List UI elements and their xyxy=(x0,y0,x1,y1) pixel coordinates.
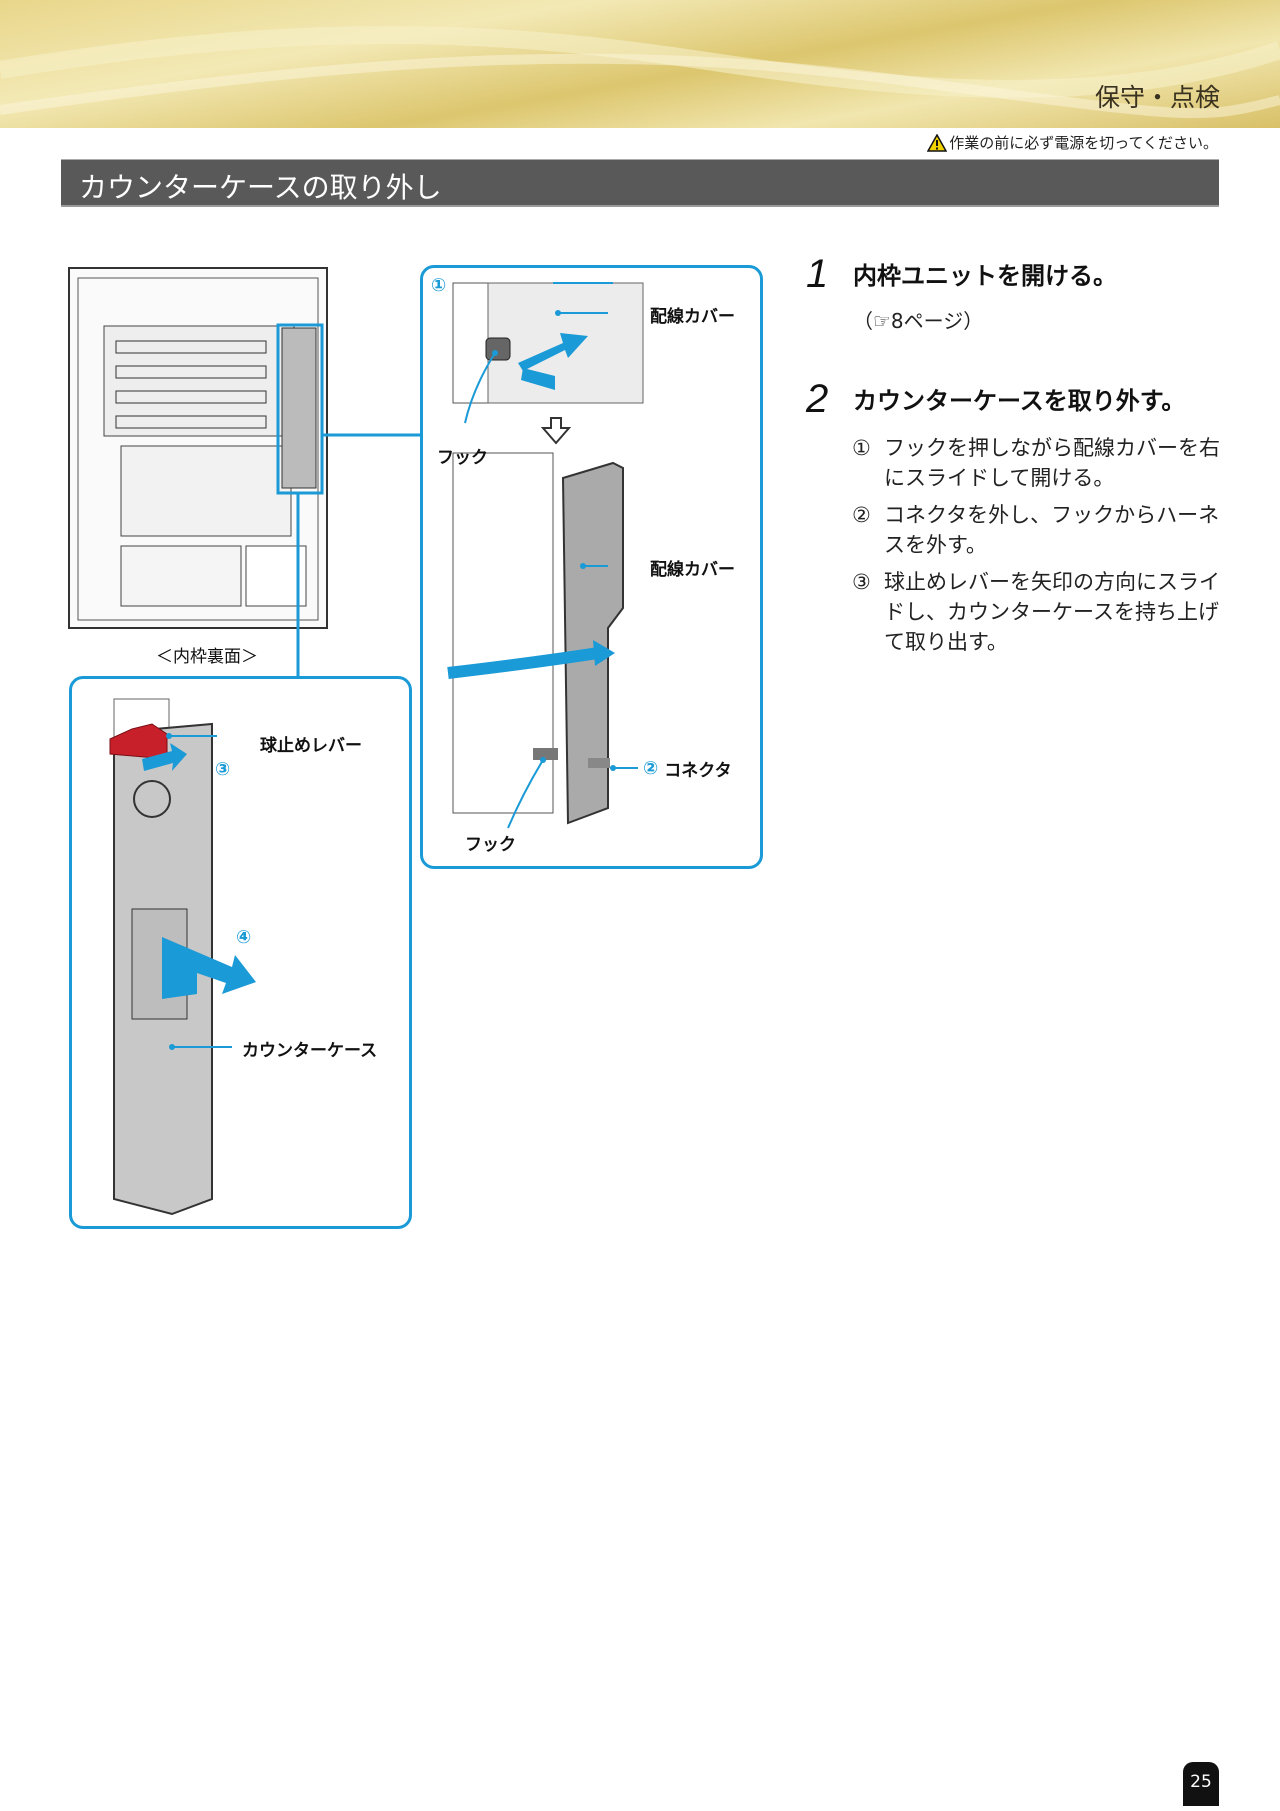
step-2-item-2: ② コネクタを外し、フックからハーネスを外す。 xyxy=(852,500,1232,560)
header-band xyxy=(0,0,1280,128)
page-title: カウンターケースの取り外し xyxy=(79,171,442,204)
item-text: 球止めレバーを矢印の方向にスライドし、カウンターケースを持ち上げて取り出す。 xyxy=(884,570,1220,654)
item-marker: ① xyxy=(852,436,871,460)
connector-callout: ② コネクタ xyxy=(643,756,732,781)
item-text: フックを押しながら配線カバーを右にスライドして開ける。 xyxy=(884,436,1220,490)
step3-marker: ③ xyxy=(215,759,231,780)
hook-label: フック xyxy=(437,448,488,468)
down-arrow-icon xyxy=(540,417,572,445)
step-1-number: 1 xyxy=(806,252,829,296)
item-marker: ③ xyxy=(852,570,871,594)
header-wave-decoration xyxy=(0,26,1280,119)
counter-case-callout: 球止めレバー ③ ④ カウンターケース xyxy=(69,676,412,1229)
warning-text: 作業の前に必ず電源を切ってください。 xyxy=(949,134,1218,152)
open-wiring-cover xyxy=(561,461,624,825)
page-number: 25 xyxy=(1183,1762,1219,1806)
wiring-cover-label: 配線カバー xyxy=(650,307,735,327)
page-title-bar: カウンターケースの取り外し xyxy=(61,159,1219,207)
lift-out-arrow xyxy=(162,937,256,999)
step-1-page-reference[interactable]: （☞8ページ） xyxy=(853,309,984,333)
wiring-cover-callout: ① 配線カバー フック 配線カバー ② コネクタ フック xyxy=(420,265,763,869)
wiring-cover-illustration xyxy=(447,282,644,829)
step-2-item-3: ③ 球止めレバーを矢印の方向にスライドし、カウンターケースを持ち上げて取り出す。 xyxy=(852,567,1232,657)
step2-marker: ② xyxy=(643,758,659,779)
item-marker: ② xyxy=(852,503,871,527)
counter-case-label: カウンターケース xyxy=(242,1041,378,1061)
hook-label-2: フック xyxy=(465,835,516,855)
slide-arrow xyxy=(518,333,588,371)
counter-case-illustration xyxy=(109,698,256,1216)
item-text: コネクタを外し、フックからハーネスを外す。 xyxy=(884,503,1220,557)
step1-marker: ① xyxy=(431,275,447,296)
section-label: 保守・点検 xyxy=(1094,83,1220,112)
open-arrow xyxy=(447,647,599,679)
wiring-cover-open-label: 配線カバー xyxy=(650,560,735,580)
step-2-item-1: ① フックを押しながら配線カバーを右にスライドして開ける。 xyxy=(852,433,1232,493)
step-1-heading: 内枠ユニットを開ける。 xyxy=(853,262,1117,290)
slide-lever-arrow xyxy=(142,743,187,771)
connector-label: コネクタ xyxy=(664,761,732,781)
power-warning: 作業の前に必ず電源を切ってください。 xyxy=(927,132,1218,153)
inner-frame-back-diagram xyxy=(68,267,328,629)
step-2-heading: カウンターケースを取り外す。 xyxy=(853,387,1186,415)
step-2-number: 2 xyxy=(806,377,829,421)
counter-case-highlight xyxy=(276,323,324,495)
step4-marker: ④ xyxy=(236,927,252,948)
ball-stop-lever-label: 球止めレバー xyxy=(260,736,362,756)
overview-caption: ＜内枠裏面＞ xyxy=(156,647,258,667)
hook-part xyxy=(485,337,511,361)
warning-icon xyxy=(927,133,948,152)
